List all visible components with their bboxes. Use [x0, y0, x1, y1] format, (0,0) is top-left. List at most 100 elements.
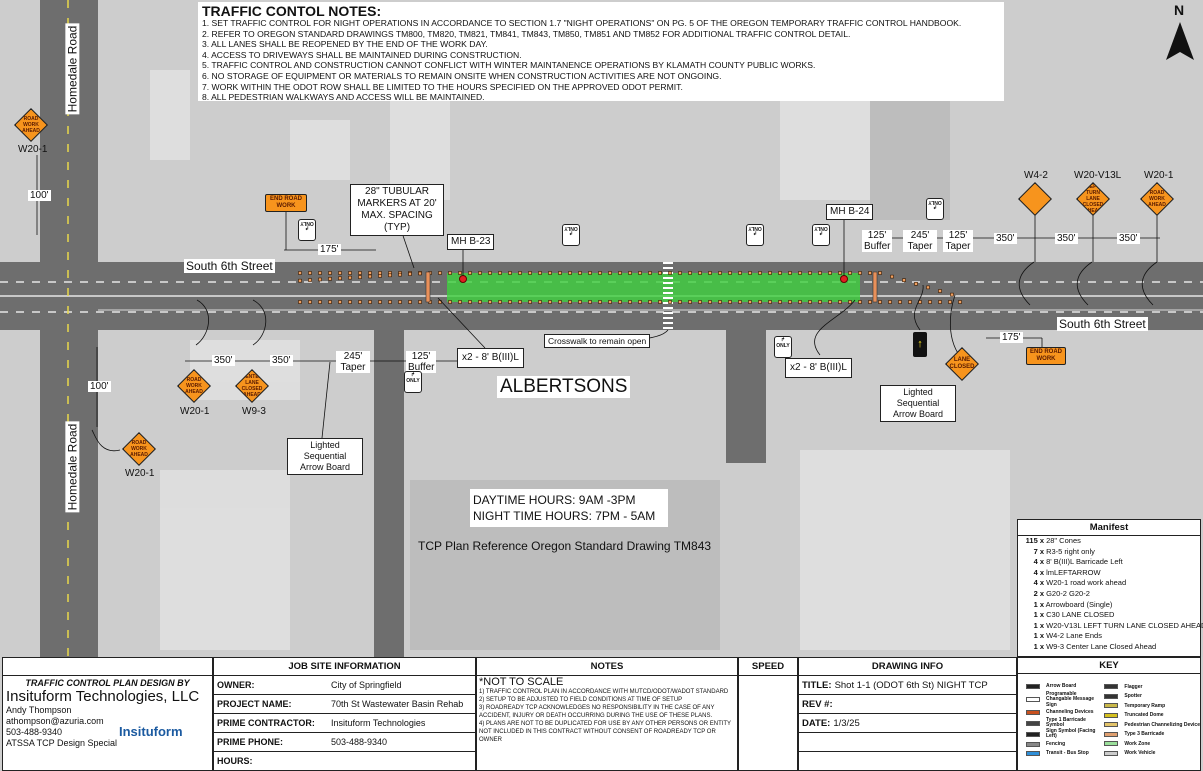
sign-left-only-icon: ONLY↲	[746, 224, 764, 246]
dim-125-buffer: 125' Buffer	[406, 351, 436, 373]
cone	[928, 300, 932, 304]
key-title: KEY	[1018, 658, 1200, 674]
cone	[798, 300, 802, 304]
key-symbol-icon	[1026, 684, 1040, 690]
contact-cert: ATSSA TCP Design Special	[6, 738, 118, 748]
key-item: Temporary Ramp	[1104, 701, 1200, 711]
sign-code: W4-2	[1024, 170, 1048, 181]
cone	[788, 300, 792, 304]
dim-175: 175'	[318, 244, 341, 255]
cone	[378, 300, 382, 304]
cone	[618, 271, 622, 275]
cone	[588, 300, 592, 304]
cone	[328, 300, 332, 304]
design-by-panel: TRAFFIC CONTROL PLAN DESIGN BY Insitufor…	[2, 657, 213, 771]
cone	[788, 271, 792, 275]
title-label: TITLE:	[802, 680, 832, 691]
cone	[950, 292, 954, 297]
cone	[458, 271, 462, 275]
cone	[328, 277, 332, 281]
traffic-control-notes: TRAFFIC CONTOL NOTES: 1. SET TRAFFIC CON…	[198, 2, 1004, 103]
cone	[568, 271, 572, 275]
key-item: Work Zone	[1104, 739, 1200, 749]
cone	[408, 300, 412, 304]
contact-phone: 503-488-9340	[6, 727, 63, 737]
key-label: Flagger	[1124, 683, 1143, 690]
dim-125-taper: 125' Taper	[943, 230, 973, 252]
tb-note: 4) PLANS ARE NOT TO BE DUPLICATED FOR US…	[479, 721, 731, 743]
daytime-hours: DAYTIME HOURS: 9AM -3PM	[473, 493, 636, 507]
key-item: Type 3 Barricade	[1104, 730, 1200, 740]
sign-code: W20-1	[125, 468, 155, 479]
cone	[638, 271, 642, 275]
cone	[768, 271, 772, 275]
cone	[958, 300, 962, 304]
key-label: Channeling Devices	[1046, 709, 1094, 715]
cone	[358, 300, 362, 304]
dim-350: 350'	[212, 355, 235, 366]
sign-left-only-icon: ONLY↲	[298, 219, 316, 241]
cone	[578, 271, 582, 275]
homedale-road-label: Homedale Road	[65, 421, 80, 513]
cone	[348, 275, 352, 280]
cone	[528, 271, 532, 275]
cone	[738, 271, 742, 275]
sign-end-road-work: END ROAD WORK	[265, 194, 307, 212]
speed-panel: SPEED	[738, 657, 798, 771]
cone	[418, 271, 422, 276]
key-symbol-icon	[1026, 710, 1040, 716]
albertsons-label: ALBERTSONS	[497, 376, 631, 398]
manifest-qty: 1 x	[1033, 641, 1044, 651]
cone	[718, 271, 722, 275]
cone	[898, 300, 902, 304]
cone	[608, 271, 612, 275]
cone	[758, 300, 762, 304]
cone	[678, 300, 682, 304]
key-item: Programable Changable Message Sign	[1026, 691, 1100, 709]
cone	[598, 271, 602, 275]
key-item: Type 1 Barricade Symbol	[1026, 717, 1100, 729]
key-label: Sign Symbol (Facing Left)	[1046, 727, 1096, 739]
hours-label: HOURS:	[217, 756, 253, 766]
key-symbol-icon	[1026, 741, 1040, 747]
owner-value: City of Springfield	[331, 680, 402, 690]
barricade-callout: x2 - 8' B(III)L	[785, 358, 852, 378]
tb-note: 1) TRAFFIC CONTROL PLAN IN ACCORDANCE WI…	[479, 689, 729, 695]
north-arrow-icon	[1166, 22, 1194, 60]
note-item: 8. ALL PEDESTRIAN WALKWAYS AND ACCESS WI…	[202, 92, 485, 103]
key-item: Transit - Bus Stop	[1026, 749, 1100, 759]
tb-note: 2) SETUP TO BE ADJUSTED TO FIELD CONDITI…	[479, 697, 683, 703]
rev-label: REV #:	[802, 699, 833, 710]
key-item: Work Vehicle	[1104, 749, 1200, 759]
key-symbol-icon	[1026, 731, 1040, 737]
manifest-qty: 4 x	[1033, 578, 1044, 588]
cone	[658, 271, 662, 275]
cone	[578, 300, 582, 304]
dim-100: 100'	[88, 381, 111, 392]
cone	[318, 271, 322, 275]
cone	[518, 300, 522, 304]
cone	[668, 271, 672, 275]
manifest-desc: W20-1 road work ahead	[1046, 578, 1127, 588]
cone	[308, 271, 312, 275]
design-by-label: TRAFFIC CONTROL PLAN DESIGN BY	[25, 678, 190, 688]
tubular-markers-callout: 28" TUBULAR MARKERS AT 20' MAX. SPACING …	[350, 184, 444, 236]
dim-245-taper: 245' Taper	[903, 230, 937, 252]
cone	[648, 300, 652, 304]
cone	[338, 276, 342, 281]
manifest-desc: R3-5 right only	[1046, 546, 1095, 556]
cone	[378, 274, 382, 278]
nighttime-hours: NIGHT TIME HOURS: 7PM - 5AM	[473, 509, 656, 523]
cone	[548, 300, 552, 304]
manifest-item: 2 x G20-2 G20-2	[1018, 589, 1200, 600]
job-header: JOB SITE INFORMATION	[214, 658, 475, 676]
arrow-board-icon: ↑	[913, 332, 927, 357]
cone	[778, 300, 782, 304]
cone	[808, 271, 812, 275]
job-site-info: JOB SITE INFORMATION OWNER:City of Sprin…	[213, 657, 476, 771]
manifest-qty: 115 x	[1025, 536, 1044, 545]
key-symbol-icon	[1026, 697, 1040, 703]
sign-left-only-icon: ONLY↲	[926, 198, 944, 220]
cone	[808, 300, 812, 304]
cone	[358, 271, 362, 275]
